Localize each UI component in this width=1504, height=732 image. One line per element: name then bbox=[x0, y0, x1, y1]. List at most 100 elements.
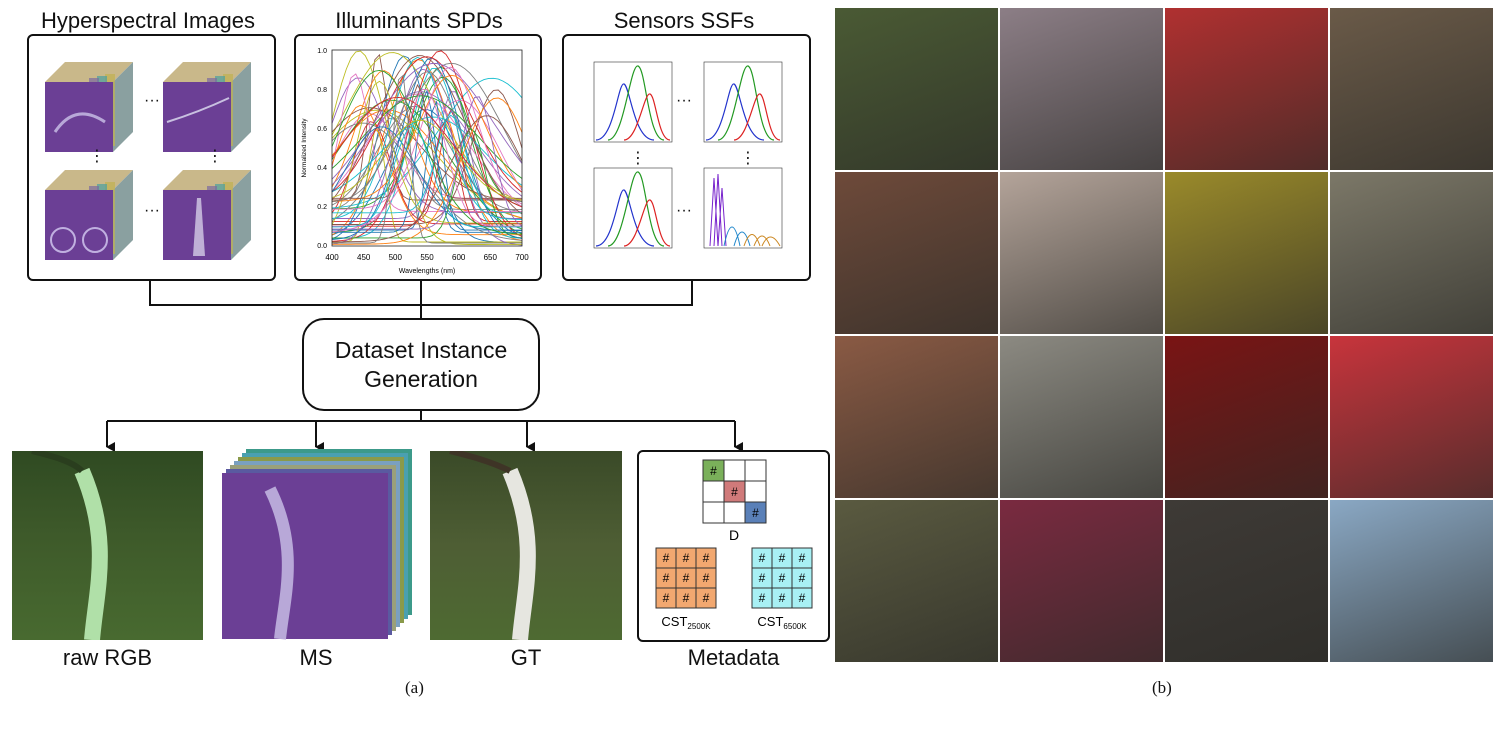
spd-curve bbox=[332, 128, 523, 239]
d-cell-symbol: # bbox=[731, 485, 738, 499]
sample-yellow-shrub bbox=[1165, 172, 1328, 334]
dataset-generation-box: Dataset Instance Generation bbox=[302, 318, 540, 411]
spd-xtick: 700 bbox=[515, 253, 529, 262]
sample-red-apples bbox=[1165, 336, 1328, 498]
spd-curve bbox=[331, 56, 523, 193]
cst-cool-cell: # bbox=[799, 551, 806, 565]
cst-cool-cell: # bbox=[779, 571, 786, 585]
cst-cool-label: CST6500K bbox=[757, 614, 807, 631]
sample-yellow-bikes bbox=[835, 500, 998, 662]
caption-a: (a) bbox=[405, 678, 424, 697]
hyperspectral-cubes bbox=[45, 62, 251, 260]
cst-cool-cell: # bbox=[779, 591, 786, 605]
ssf-ellipsis-v-right: ⋮ bbox=[740, 150, 756, 167]
illuminants-box: Normalized Intensity Wavelengths (nm) 40… bbox=[294, 34, 542, 281]
raw-rgb-image bbox=[12, 451, 203, 640]
spd-curve bbox=[332, 74, 522, 244]
spd-ytick: 0.4 bbox=[317, 165, 327, 172]
spd-ytick: 1.0 bbox=[317, 48, 327, 55]
spd-xtick: 600 bbox=[452, 253, 466, 262]
spd-curve bbox=[331, 109, 523, 219]
spd-curve bbox=[331, 74, 523, 202]
spd-ytick: 0.8 bbox=[317, 87, 327, 94]
ssf-ellipsis-h-bottom: ··· bbox=[676, 202, 692, 219]
cst-cool-cell: # bbox=[759, 551, 766, 565]
cst-warm-cell: # bbox=[703, 571, 710, 585]
sample-branch-buds bbox=[1330, 8, 1493, 170]
spd-curve bbox=[331, 96, 523, 208]
cube-2 bbox=[163, 62, 251, 152]
sample-train-car bbox=[1165, 500, 1328, 662]
spd-xtick: 450 bbox=[357, 253, 371, 262]
gt-image bbox=[430, 451, 622, 640]
spd-ytick: 0.2 bbox=[317, 204, 327, 211]
spd-ytick: 0.6 bbox=[317, 126, 327, 133]
generation-line-2: Generation bbox=[364, 365, 478, 392]
sample-red-tree bbox=[835, 172, 998, 334]
spd-curve bbox=[332, 88, 522, 227]
cst-warm-cell: # bbox=[683, 551, 690, 565]
cube-4 bbox=[163, 170, 251, 260]
ssf-ellipsis-v-left: ⋮ bbox=[630, 150, 646, 167]
sample-banana-plant bbox=[835, 8, 998, 170]
cst-warm-cell: # bbox=[703, 591, 710, 605]
spd-yaxis-label: Normalized Intensity bbox=[301, 118, 308, 178]
cst-warm-cell: # bbox=[663, 591, 670, 605]
raw-rgb-label: raw RGB bbox=[62, 645, 153, 670]
cst-warm-cell: # bbox=[663, 551, 670, 565]
ms-label: MS bbox=[299, 645, 333, 670]
spd-curve bbox=[331, 69, 523, 235]
sample-tower-painting bbox=[1000, 8, 1163, 170]
spd-ytick: 0.0 bbox=[317, 243, 327, 250]
sample-fire-box bbox=[1330, 336, 1493, 498]
ms-stack bbox=[220, 449, 416, 642]
sample-red-bridge bbox=[835, 336, 998, 498]
spd-curve bbox=[331, 106, 523, 213]
sample-pink-blossoms bbox=[1000, 500, 1163, 662]
cst-warm-cell: # bbox=[683, 571, 690, 585]
caption-b: (b) bbox=[1152, 678, 1172, 697]
hyperspectral-box: ··· ··· ⋮ ⋮ bbox=[27, 34, 276, 281]
illuminants-title: Illuminants SPDs bbox=[335, 8, 503, 33]
spd-curve bbox=[332, 97, 523, 245]
sample-rock-garden bbox=[1330, 172, 1493, 334]
spd-curve bbox=[332, 118, 522, 227]
metadata-label: Metadata bbox=[687, 645, 780, 670]
spd-curve bbox=[331, 70, 522, 213]
cst-cool-cell: # bbox=[759, 591, 766, 605]
spd-xtick: 500 bbox=[389, 253, 403, 262]
spd-curve bbox=[331, 55, 523, 215]
spd-curve bbox=[331, 50, 522, 224]
spd-curve bbox=[331, 63, 523, 180]
cst-cool-cell: # bbox=[799, 591, 806, 605]
spd-curve bbox=[331, 62, 523, 221]
ellipsis-h-top: ··· bbox=[144, 92, 160, 109]
ellipsis-v-right: ⋮ bbox=[207, 148, 223, 165]
spd-curve bbox=[331, 119, 523, 201]
ellipsis-h-bottom: ··· bbox=[144, 202, 160, 219]
ellipsis-v-left: ⋮ bbox=[89, 148, 105, 165]
generation-line-1: Dataset Instance bbox=[334, 336, 508, 363]
spd-xtick: 650 bbox=[484, 253, 498, 262]
spd-plot: Normalized Intensity Wavelengths (nm) 40… bbox=[301, 48, 529, 275]
spd-curve bbox=[331, 73, 522, 212]
spd-curve bbox=[331, 122, 523, 241]
cube-1 bbox=[45, 62, 133, 152]
d-cell-symbol: # bbox=[710, 464, 717, 478]
cst-warm-label: CST2500K bbox=[661, 614, 711, 631]
spd-curve bbox=[332, 66, 523, 210]
sample-gravel-park bbox=[1000, 336, 1163, 498]
spd-curve bbox=[331, 107, 523, 202]
sensors-box: ··· ··· ⋮ ⋮ bbox=[562, 34, 811, 281]
cube-3 bbox=[45, 170, 133, 260]
spd-curve bbox=[332, 83, 522, 199]
sensors-title: Sensors SSFs bbox=[613, 8, 755, 33]
spd-xtick: 400 bbox=[325, 253, 339, 262]
spd-curve bbox=[332, 125, 522, 228]
spd-curve bbox=[332, 96, 523, 230]
spd-curve bbox=[331, 52, 523, 201]
spd-curve bbox=[331, 57, 523, 240]
spd-xaxis-label: Wavelengths (nm) bbox=[399, 268, 456, 275]
hyperspectral-title: Hyperspectral Images bbox=[41, 8, 255, 33]
d-cell-symbol: # bbox=[752, 506, 759, 520]
